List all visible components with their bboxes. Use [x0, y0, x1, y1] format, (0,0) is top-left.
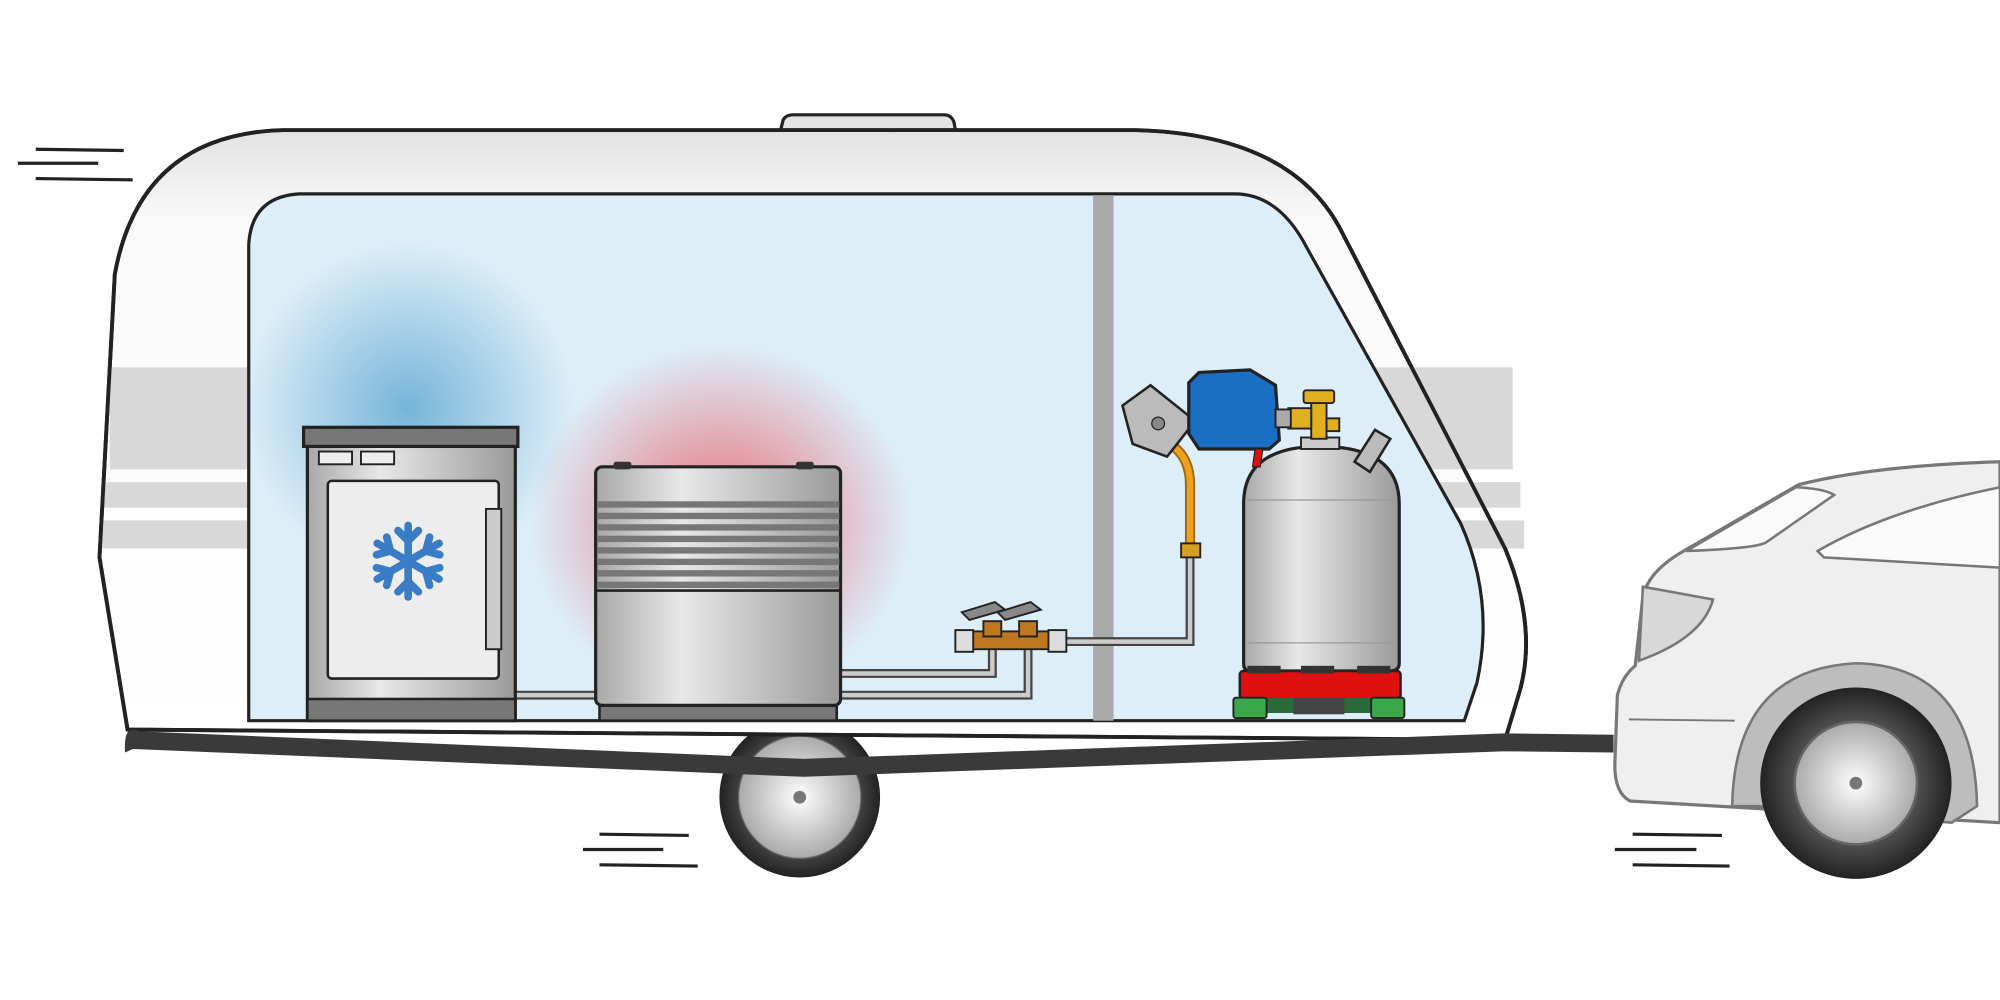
roof-vent	[778, 113, 958, 132]
gas-regulator[interactable]	[1120, 368, 1292, 468]
snowflake-icon	[372, 521, 444, 597]
refrigerator	[301, 425, 520, 723]
gas-cylinder	[1232, 389, 1406, 720]
chassis	[127, 730, 1614, 777]
cylinder-valve	[1287, 389, 1341, 440]
fridge-door	[326, 479, 500, 680]
heater	[594, 461, 843, 722]
caravan-wheel	[719, 716, 881, 878]
fridge-handle	[485, 507, 503, 651]
pillar	[1093, 195, 1114, 721]
towing-car	[1613, 460, 2000, 879]
gas-valves[interactable]	[954, 600, 1068, 653]
speed-lines-rear	[17, 147, 1730, 868]
